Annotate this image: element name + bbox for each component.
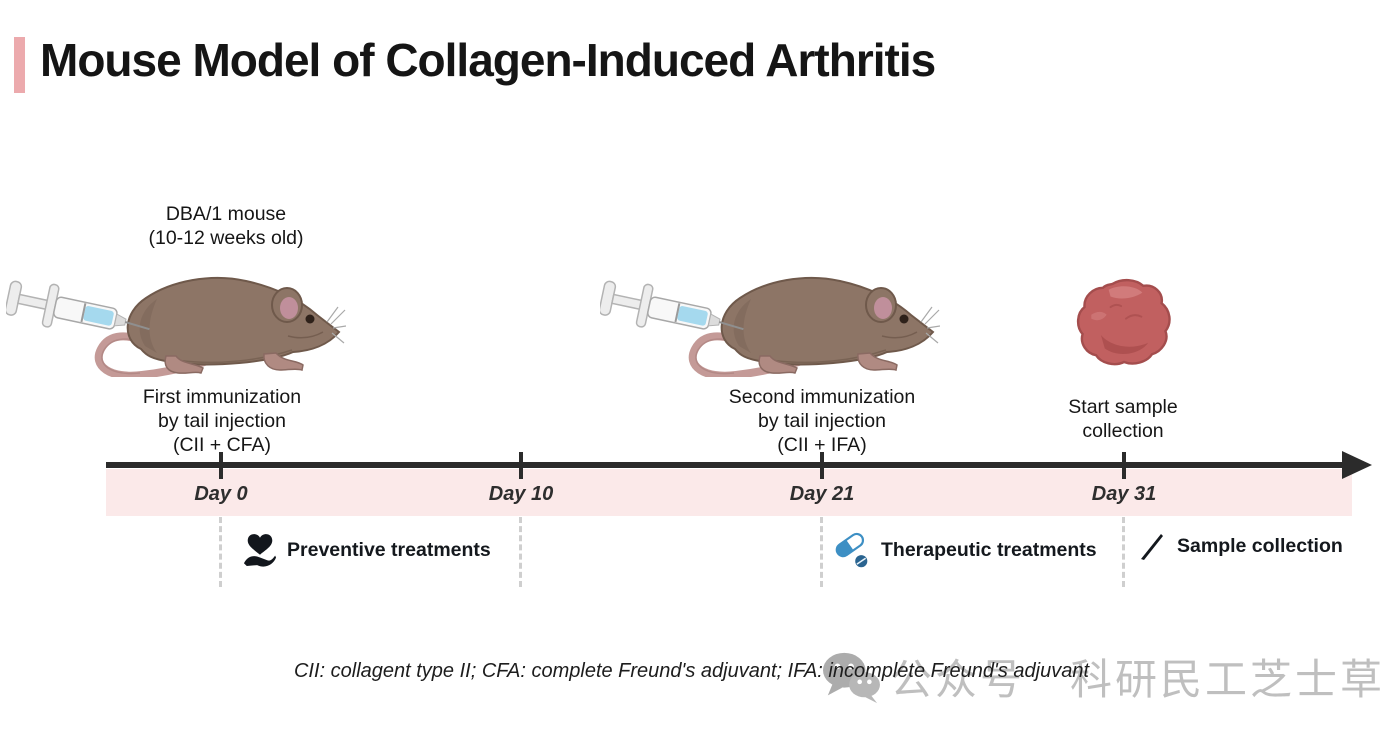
abbreviations-footnote: CII: collagent type II; CFA: complete Fr… <box>293 660 1090 682</box>
timeline-band <box>106 469 1352 516</box>
caption-line: Start sample <box>1068 396 1178 418</box>
heart-in-hand-icon <box>243 534 277 567</box>
legend-label: Preventive treatments <box>287 538 491 561</box>
timeline-tick-day31 <box>1122 452 1126 479</box>
wechat-bubbles-icon <box>823 652 880 703</box>
dashed-connector <box>1122 517 1125 587</box>
watermark-text: 公众号 科研民工芝士草莓 <box>890 656 1383 703</box>
second-immunization-caption: Second immunization by tail injection (C… <box>642 385 1002 458</box>
syringe-icon <box>4 280 150 331</box>
second-mouse-illustration <box>598 252 941 382</box>
day-label-10: Day 10 <box>488 483 554 505</box>
dashed-connector <box>519 517 522 587</box>
day-label-31: Day 31 <box>1091 483 1157 505</box>
caption-line: Second immunization <box>728 386 916 408</box>
page-title: Mouse Model of Collagen-Induced Arthriti… <box>40 34 936 86</box>
slash-icon <box>1141 534 1163 560</box>
timeline-axis <box>106 462 1350 468</box>
dashed-connector <box>820 517 823 587</box>
legend-sample: Sample collection <box>1140 531 1343 561</box>
mouse-age-line: (10-12 weeks old) <box>148 227 304 250</box>
mouse-with-syringe-icon <box>4 276 347 380</box>
timeline-tick-day0 <box>219 452 223 479</box>
caption-line: (CII + CFA) <box>172 434 272 457</box>
tissue-sample-illustration <box>1072 276 1178 373</box>
timeline-tick-day21 <box>820 452 824 479</box>
legend-label: Sample collection <box>1177 534 1343 557</box>
caption-line: collection <box>1082 420 1164 443</box>
caption-line: by tail injection <box>758 410 886 433</box>
first-mouse-illustration <box>4 252 347 382</box>
timeline-arrowhead-icon <box>1342 451 1372 479</box>
watermark: 公众号 科研民工芝士草莓 <box>820 646 1383 707</box>
first-immunization-caption: First immunization by tail injection (CI… <box>42 385 402 458</box>
mouse-strain-line: DBA/1 mouse <box>165 203 287 225</box>
legend-preventive: Preventive treatments <box>243 531 491 569</box>
caption-line: (CII + IFA) <box>777 434 867 457</box>
day-label-21: Day 21 <box>789 483 855 505</box>
mouse-age-label: DBA/1 mouse (10-12 weeks old) <box>46 202 406 250</box>
title-accent-bar <box>14 37 25 93</box>
caption-line: First immunization <box>142 386 302 408</box>
legend-label: Therapeutic treatments <box>881 538 1097 561</box>
mouse-with-syringe-icon <box>598 276 941 380</box>
timeline-tick-day10 <box>519 452 523 479</box>
caption-line: by tail injection <box>158 410 286 433</box>
syringe-icon <box>598 280 744 331</box>
day-label-0: Day 0 <box>194 483 248 505</box>
sample-collection-caption: Start sample collection <box>943 395 1303 443</box>
tissue-sample-icon <box>1076 278 1171 366</box>
legend-therapeutic: Therapeutic treatments <box>834 531 1097 569</box>
dashed-connector <box>219 517 222 587</box>
capsule-icon <box>835 532 868 568</box>
